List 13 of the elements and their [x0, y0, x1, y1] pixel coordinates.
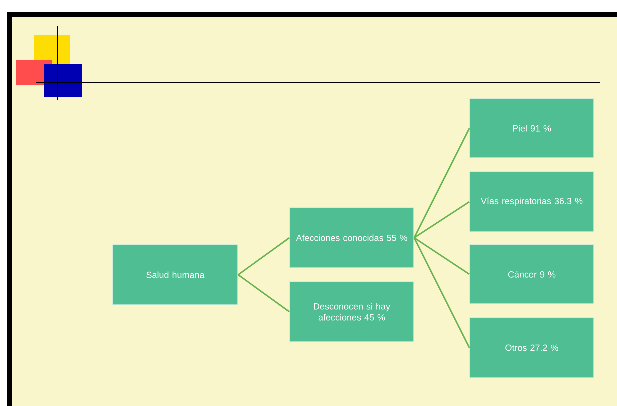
connector-line: [414, 238, 470, 348]
process-box: Vías respiratorias 36.3 %: [470, 172, 594, 232]
process-box: Otros 27.2 %: [470, 318, 594, 378]
process-box: Cáncer 9 %: [470, 244, 594, 304]
connector-line: [414, 237, 470, 276]
process-box: Desconocen si hay afecciones 45 %: [290, 282, 414, 342]
connector-line: [414, 201, 470, 239]
connector-line: [414, 128, 470, 238]
process-box: Piel 91 %: [470, 98, 594, 158]
process-box: Salud humana: [112, 244, 238, 306]
process-box: Afecciones conocidas 55 %: [290, 208, 414, 268]
connector-line: [238, 274, 290, 313]
connector-line: [238, 237, 290, 276]
